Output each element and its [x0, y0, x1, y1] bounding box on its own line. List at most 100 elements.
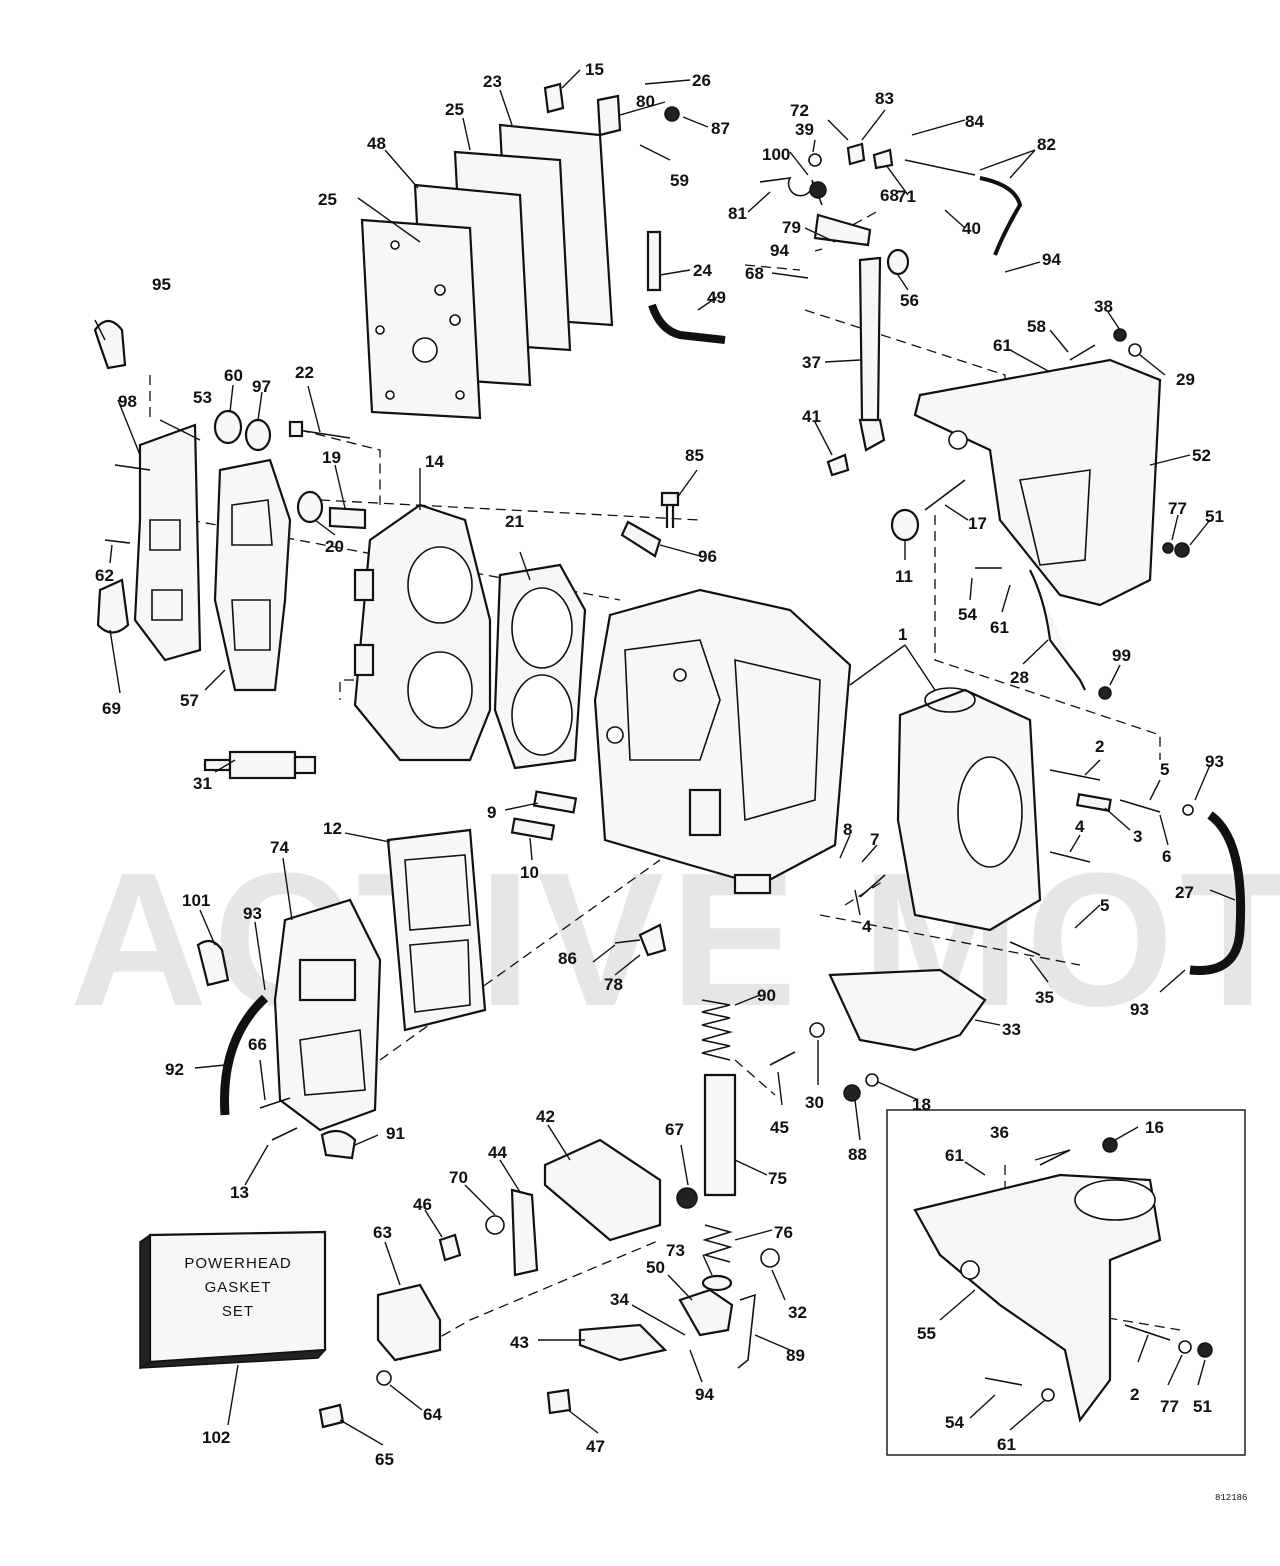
callout-27: 27: [1175, 883, 1194, 902]
callout-18: 18: [912, 1095, 931, 1114]
hose-49: [648, 303, 726, 344]
callout-71: 71: [897, 187, 916, 206]
washer-93: [1182, 804, 1194, 816]
bracket-43: [578, 1323, 668, 1362]
callout-70: 70: [449, 1168, 468, 1187]
callout-55: 55: [917, 1324, 936, 1343]
nut-100: [809, 181, 827, 199]
callout-95: 95: [152, 275, 171, 294]
callout-4: 4: [862, 917, 872, 936]
washer-70: [485, 1215, 505, 1235]
callout-8: 8: [843, 820, 852, 839]
callout-40: 40: [962, 219, 981, 238]
callout-93: 93: [1205, 752, 1224, 771]
nut-87: [664, 106, 680, 122]
callout-65: 65: [375, 1450, 394, 1469]
callout-6: 6: [1162, 847, 1171, 866]
callout-88: 88: [848, 1145, 867, 1164]
callout-93: 93: [1130, 1000, 1149, 1019]
callout-20: 20: [325, 537, 344, 556]
washer-73: [701, 1274, 733, 1292]
callout-84: 84: [965, 112, 984, 131]
callout-17: 17: [968, 514, 987, 533]
callout-9: 9: [487, 803, 496, 822]
washer-32: [760, 1248, 780, 1268]
gasket-set-box: [139, 1230, 327, 1370]
cam-50: [678, 1288, 734, 1337]
clip-80: [596, 94, 622, 137]
callout-72: 72: [790, 101, 809, 120]
clip-78: [638, 923, 667, 957]
callout-83: 83: [875, 89, 894, 108]
callout-43: 43: [510, 1333, 529, 1352]
callout-5: 5: [1160, 760, 1169, 779]
callout-25: 25: [318, 190, 337, 209]
stud-2b: [1124, 1324, 1171, 1341]
bolt-54b: [984, 1377, 1023, 1386]
callout-44: 44: [488, 1143, 507, 1162]
nut-99: [1098, 686, 1112, 700]
callout-81: 81: [728, 204, 747, 223]
pin-10: [510, 817, 556, 841]
callout-75: 75: [768, 1169, 787, 1188]
callout-77: 77: [1168, 499, 1187, 518]
washer-18: [865, 1073, 879, 1087]
callout-54: 54: [958, 605, 977, 624]
callout-19: 19: [322, 448, 341, 467]
seal-97: [244, 418, 272, 452]
callout-28: 28: [1010, 668, 1029, 687]
exhaust-cover-53: [133, 423, 202, 662]
callout-2: 2: [1130, 1385, 1139, 1404]
callout-32: 32: [788, 1303, 807, 1322]
clip-83: [846, 142, 866, 166]
callout-94: 94: [1042, 250, 1061, 269]
leader-lines: [94, 69, 1236, 1446]
callout-labels: 1 2 2 3 4 4 5 5 6 7 8 9 10 11 12 13 14 1…: [95, 60, 1224, 1469]
bolt-58: [1069, 344, 1096, 361]
callout-97: 97: [252, 377, 271, 396]
callout-42: 42: [536, 1107, 555, 1126]
gasket-set-line-3: SET: [222, 1303, 254, 1320]
callout-99: 99: [1112, 646, 1131, 665]
bolt-36: [1039, 1149, 1071, 1166]
callout-69: 69: [102, 699, 121, 718]
callout-51: 51: [1205, 507, 1224, 526]
callout-86: 86: [558, 949, 577, 968]
nut-38: [1113, 328, 1127, 342]
bracket-55: [913, 1173, 1162, 1423]
nut-16: [1102, 1137, 1118, 1153]
callout-35: 35: [1035, 988, 1054, 1007]
callout-53: 53: [193, 388, 212, 407]
spring-76: [702, 1224, 733, 1263]
callout-22: 22: [295, 363, 314, 382]
callout-90: 90: [757, 986, 776, 1005]
callout-61: 61: [993, 336, 1012, 355]
callout-52: 52: [1192, 446, 1211, 465]
clip-69: [96, 578, 130, 634]
callout-47: 47: [586, 1437, 605, 1456]
callout-36: 36: [990, 1123, 1009, 1142]
callout-68: 68: [745, 264, 764, 283]
bolt-62: [104, 539, 131, 544]
callout-48: 48: [367, 134, 386, 153]
callout-60: 60: [224, 366, 243, 385]
callout-34: 34: [610, 1290, 629, 1309]
head-gasket-21: [493, 563, 587, 770]
callout-46: 46: [413, 1195, 432, 1214]
callout-57: 57: [180, 691, 199, 710]
callout-73: 73: [666, 1241, 685, 1260]
clip-15: [543, 82, 565, 114]
gasket-set-line-1: POWERHEAD: [184, 1255, 291, 1272]
callout-33: 33: [1002, 1020, 1021, 1039]
callout-77: 77: [1160, 1397, 1179, 1416]
callout-76: 76: [774, 1223, 793, 1242]
stud-4a: [1049, 851, 1091, 863]
callout-78: 78: [604, 975, 623, 994]
pin-9: [532, 790, 578, 814]
callout-85: 85: [685, 446, 704, 465]
stud-2: [1049, 769, 1101, 781]
callout-93: 93: [243, 904, 262, 923]
callout-74: 74: [270, 838, 289, 857]
callout-11: 11: [895, 567, 913, 586]
callout-68: 68: [880, 186, 899, 205]
